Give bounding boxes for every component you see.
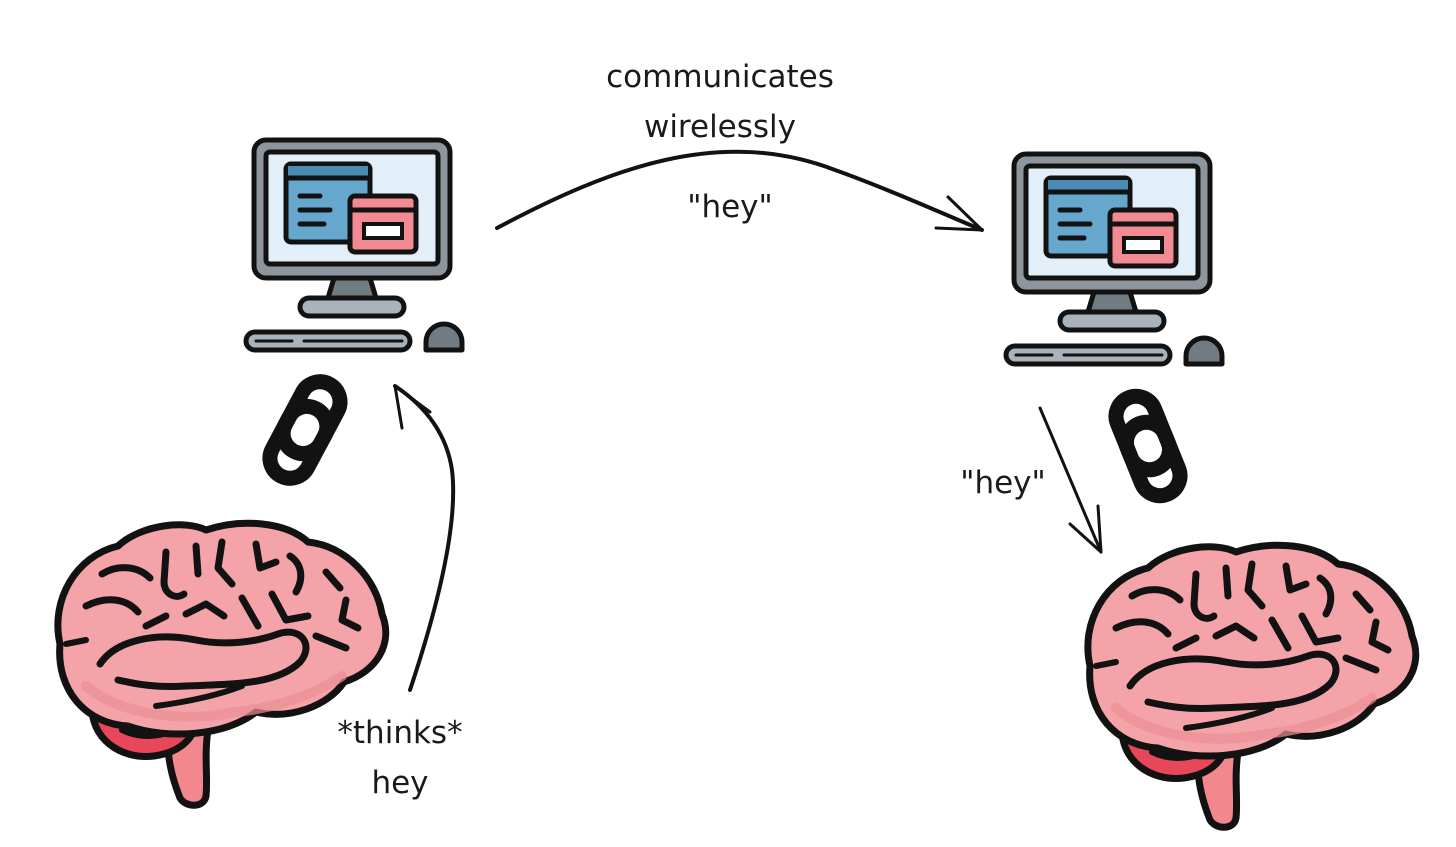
brain-right-icon — [1088, 545, 1416, 827]
wireless-arrow — [495, 149, 984, 232]
communicates-label: communicates wirelessly — [560, 52, 880, 152]
chain-link-right-icon — [1110, 390, 1186, 501]
computer-right — [1006, 154, 1222, 364]
thinks-line-1: *thinks* — [337, 715, 463, 751]
hey-top-label: "hey" — [687, 189, 773, 225]
computer-left — [246, 140, 462, 350]
communicates-line-2: wirelessly — [643, 109, 797, 145]
communicates-line-1: communicates — [606, 59, 834, 95]
thought-arrow — [393, 384, 456, 692]
thinks-line-2: hey — [371, 765, 429, 801]
hey-right-label: "hey" — [960, 465, 1046, 501]
received-arrow — [1038, 406, 1103, 554]
thinks-label: *thinks* hey — [310, 708, 490, 808]
chain-link-left-icon — [263, 375, 347, 486]
